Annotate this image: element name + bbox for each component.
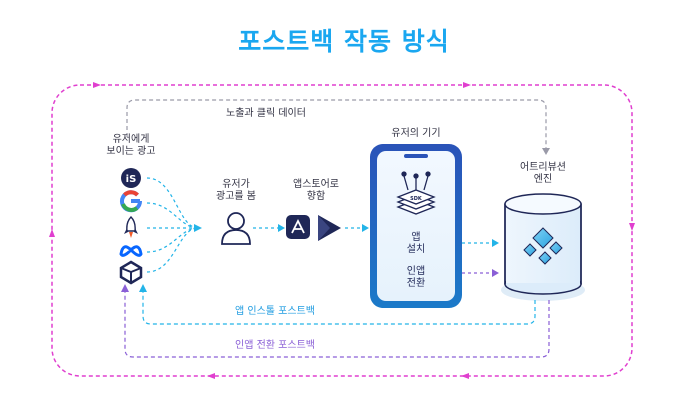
outer-loop-line xyxy=(51,84,633,377)
loop-arrow-top-right xyxy=(463,82,471,88)
rocket-icon xyxy=(124,216,138,238)
meta-icon xyxy=(119,245,143,257)
loop-arrow-right xyxy=(629,223,635,231)
loop-arrow-bottom-right xyxy=(461,373,469,379)
loop-arrow-left xyxy=(49,229,55,237)
google-play-icon xyxy=(318,215,341,241)
sdk-label: SDK xyxy=(410,196,423,202)
install-postback-label: 앱 인스톨 포스트백 xyxy=(235,306,315,317)
impression-arrow-head xyxy=(542,148,550,155)
impression-click-line xyxy=(126,99,547,150)
ad-fan-lines xyxy=(146,177,199,273)
user-device-label: 유저의 기기 xyxy=(391,128,441,139)
engine-gem-icon xyxy=(523,227,563,265)
install-label: 앱 설치 xyxy=(406,232,426,255)
to-app-store-label: 앱스토어로 향함 xyxy=(293,179,339,202)
install-postback-line xyxy=(142,290,536,325)
google-icon xyxy=(120,190,143,213)
unity-icon xyxy=(119,260,143,285)
impression-click-label: 노출과 클릭 데이터 xyxy=(226,108,306,119)
conversion-postback-line xyxy=(124,290,550,358)
in-app-conversion-label: 인앱 전환 xyxy=(406,266,426,289)
svg-text:iS: iS xyxy=(126,174,137,185)
loop-arrow-bottom-left xyxy=(207,373,215,379)
ad-shown-label: 유저에게 보이는 광고 xyxy=(106,134,156,157)
user-sees-ad-label: 유저가 광고를 봄 xyxy=(216,179,256,202)
loop-arrow-top-left xyxy=(93,82,101,88)
ironsource-icon: iS xyxy=(121,168,141,188)
diagram-title: 포스트백 작동 방식 xyxy=(238,27,450,56)
sdk-icon xyxy=(396,171,436,215)
conversion-postback-arrow-head xyxy=(121,284,129,292)
attribution-engine-label: 어트리뷰션 엔진 xyxy=(520,162,566,185)
conversion-postback-label: 인앱 전환 포스트백 xyxy=(235,340,315,351)
app-store-icon xyxy=(286,215,310,239)
install-arrow-head xyxy=(492,239,499,247)
user-icon xyxy=(221,212,251,245)
install-postback-arrow-head xyxy=(139,284,147,292)
conversion-arrow-head xyxy=(492,269,499,277)
fan-arrow-head xyxy=(194,224,202,232)
to-store-arrow-head xyxy=(278,224,285,232)
to-phone-arrow-head xyxy=(362,224,369,232)
phone-device xyxy=(370,144,462,308)
